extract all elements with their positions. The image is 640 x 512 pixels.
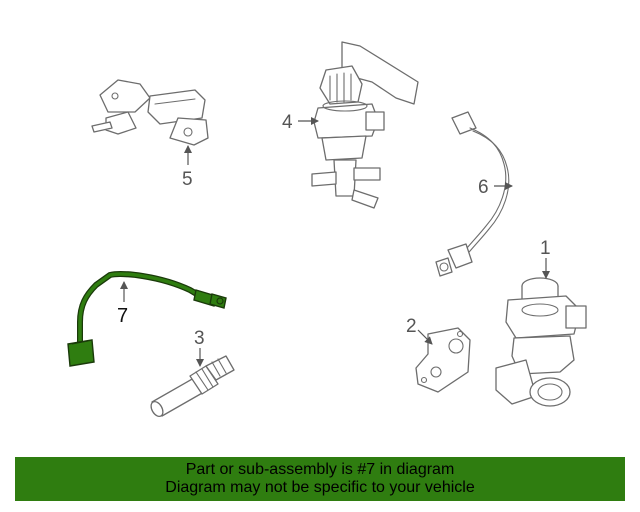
part-6-sensor-harness[interactable] bbox=[435, 111, 510, 277]
callout-6: 6 bbox=[478, 177, 489, 198]
part-3-temperature-sensor[interactable] bbox=[149, 355, 235, 418]
callout-2-leader bbox=[417, 329, 433, 345]
callout-3: 3 bbox=[194, 328, 205, 349]
part-1-egr-valve[interactable] bbox=[495, 277, 587, 407]
notice-banner: Part or sub-assembly is #7 in diagram Di… bbox=[15, 457, 625, 501]
banner-line-1: Part or sub-assembly is #7 in diagram bbox=[185, 461, 455, 478]
part-7-highlighted-harness[interactable] bbox=[67, 271, 227, 367]
part-4-vacuum-solenoid[interactable] bbox=[311, 41, 419, 209]
part-2-gasket[interactable] bbox=[415, 327, 471, 393]
callout-2: 2 bbox=[406, 316, 417, 337]
callout-7: 7 bbox=[117, 305, 128, 327]
callout-4: 4 bbox=[282, 112, 293, 133]
banner-line-2: Diagram may not be specific to your vehi… bbox=[165, 479, 475, 496]
part-5-solenoid-bracket[interactable] bbox=[91, 79, 209, 146]
parts-diagram: 5 4 6 1 bbox=[67, 41, 587, 418]
callout-1: 1 bbox=[540, 238, 551, 259]
callout-5: 5 bbox=[182, 169, 193, 190]
